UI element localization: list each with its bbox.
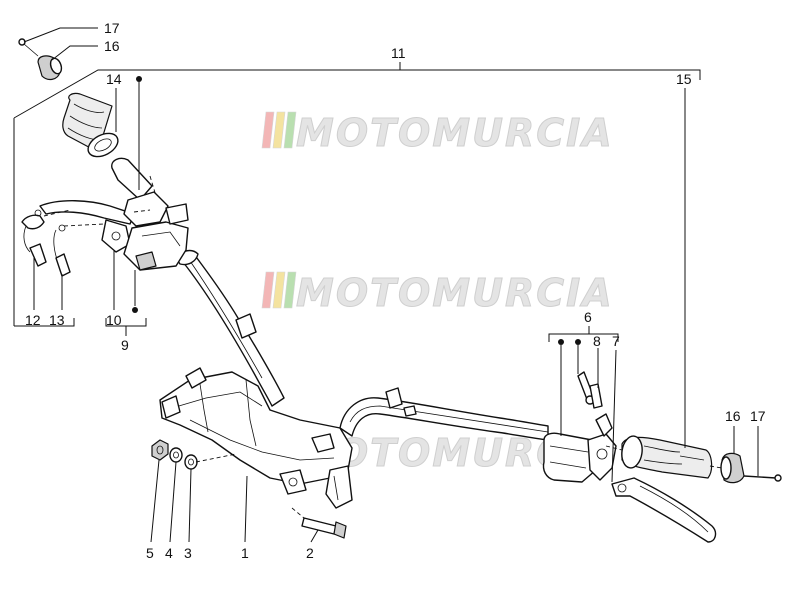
leader-lines — [13, 27, 759, 543]
right-grip — [621, 435, 713, 479]
label-13: 13 — [49, 312, 65, 328]
label-16-left: 16 — [104, 38, 120, 54]
left-cable-adjuster — [53, 224, 71, 277]
left-switch-housing — [123, 191, 189, 271]
label-14: 14 — [106, 71, 122, 87]
handlebar-frame — [159, 249, 549, 509]
label-15: 15 — [676, 71, 692, 87]
watermark-middle: MOTOMURCIA — [261, 271, 614, 316]
label-7: 7 — [612, 333, 620, 349]
label-4: 4 — [165, 545, 173, 561]
right-brake-pushrod — [577, 371, 603, 409]
nut-5 — [151, 439, 169, 461]
right-master-cylinder — [542, 413, 617, 483]
label-10: 10 — [106, 312, 122, 328]
watermark-stripe — [272, 271, 286, 309]
label-1: 1 — [241, 545, 249, 561]
label-17-right: 17 — [750, 408, 766, 424]
label-3: 3 — [184, 545, 192, 561]
left-cable-brake — [21, 209, 47, 267]
right-brake-lever — [611, 477, 717, 543]
watermark-stripe — [261, 271, 275, 309]
label-16-right: 16 — [725, 408, 741, 424]
label-8: 8 — [593, 333, 601, 349]
mounting-bolt — [291, 507, 347, 539]
left-bar-end-cap — [37, 55, 63, 81]
watermark-stripe — [283, 271, 297, 309]
left-bar-end-screw — [18, 38, 39, 57]
washer-4 — [169, 447, 183, 463]
watermark-stripe — [283, 111, 297, 149]
label-17-left: 17 — [104, 20, 120, 36]
label-11: 11 — [391, 45, 406, 61]
watermark-stripe — [272, 111, 286, 149]
label-6: 6 — [584, 309, 592, 325]
right-bar-end-screw — [743, 474, 782, 482]
watermark-text: MOTOMURCIA — [296, 111, 614, 155]
watermark-stripe — [261, 111, 275, 149]
callout-labels: 17 16 11 14 15 12 13 10 9 6 8 7 16 17 5 … — [25, 20, 766, 561]
washer-3 — [184, 454, 198, 470]
left-grip — [62, 92, 119, 158]
watermark-stripes — [261, 111, 297, 149]
watermark-text: MOTOMURCIA — [296, 271, 614, 315]
label-5: 5 — [146, 545, 154, 561]
right-bar-end-cap — [720, 452, 745, 484]
watermark-stripes — [261, 271, 297, 309]
label-12: 12 — [25, 312, 41, 328]
label-2: 2 — [306, 545, 314, 561]
watermark-top: MOTOMURCIA — [261, 111, 614, 156]
label-9: 9 — [121, 337, 129, 353]
